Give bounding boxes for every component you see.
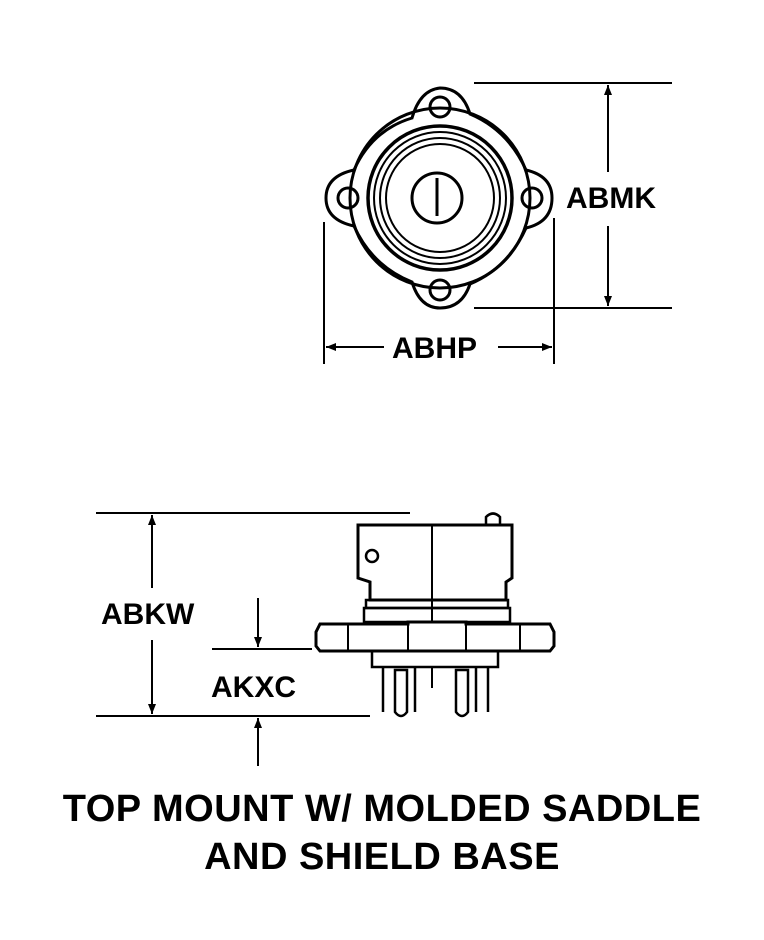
top-view-knob [410,171,464,225]
akxc-dimension [212,598,312,766]
top-view-ring-3 [379,137,501,259]
top-view-outer-ring [348,106,532,290]
abmk-label: ABMK [566,182,656,215]
top-view-flange [324,86,554,310]
top-view-hole-top [428,95,452,119]
side-view-shield-base [370,649,500,669]
abhp-label: ABHP [392,332,477,365]
top-view-hole-left [336,186,360,210]
side-view-housing [356,523,514,602]
side-view [314,512,556,718]
top-view-ring-4 [385,143,495,253]
top-view-ring-2 [373,131,507,265]
side-view-top-button [484,512,502,525]
side-view-terminals [381,667,490,718]
abmk-dimension [474,82,672,309]
side-view-saddle-flange [314,620,556,653]
top-view-ring-1 [366,124,514,272]
top-view-hole-right [520,186,544,210]
side-view-housing-dot [364,548,380,564]
caption-line-2: AND SHIELD BASE [204,836,560,878]
side-view-neck-band-2 [362,606,512,624]
abkw-label: ABKW [101,598,195,631]
caption-line-1: TOP MOUNT W/ MOLDED SADDLE [62,788,702,830]
akxc-label: AKXC [211,671,296,704]
top-view-hole-bottom [428,278,452,302]
abkw-dimension [96,512,410,717]
top-view [324,86,554,310]
abhp-dimension [323,218,555,364]
